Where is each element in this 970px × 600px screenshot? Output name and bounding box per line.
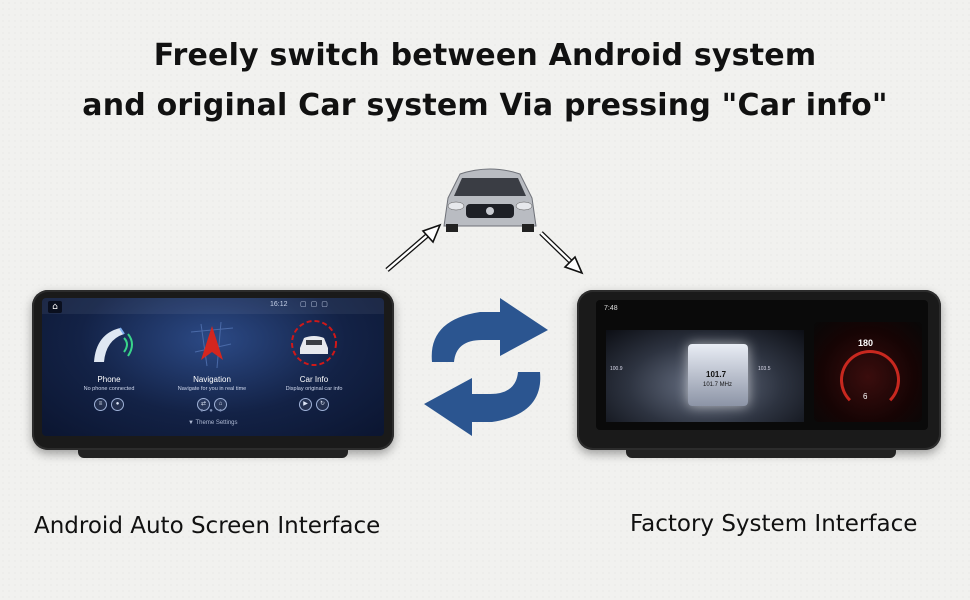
theme-settings-link[interactable]: ▼ Theme Settings bbox=[188, 420, 238, 426]
tile-car-info-subtitle: Display original car info bbox=[285, 386, 343, 392]
navigation-arrow-icon bbox=[190, 321, 234, 369]
switch-arrows-icon bbox=[424, 298, 548, 436]
cluster-gear: 6 bbox=[863, 392, 868, 401]
tile-navigation-title: Navigation bbox=[193, 375, 231, 384]
left-unit-base bbox=[78, 450, 348, 458]
caption-android: Android Auto Screen Interface bbox=[34, 513, 381, 539]
radio-frequency: 101.7 bbox=[706, 370, 727, 379]
page-indicator: ● ● ● bbox=[200, 408, 225, 414]
caption-factory: Factory System Interface bbox=[630, 511, 918, 537]
home-icon[interactable]: ⌂ bbox=[48, 301, 62, 313]
contacts-icon[interactable]: ≡ bbox=[94, 398, 107, 411]
arrow-from-car-icon bbox=[539, 231, 584, 275]
frequency-right: 103.5 bbox=[758, 366, 771, 372]
tile-navigation-subtitle: Navigate for you in real time bbox=[177, 386, 247, 392]
android-screen: ⌂ 16:12 ▢▢▢ Phone No phone connected ≡ ● … bbox=[42, 298, 384, 436]
status-bar: ⌂ 16:12 ▢▢▢ bbox=[42, 298, 384, 314]
play-icon[interactable]: ▶ bbox=[299, 398, 312, 411]
tile-car-info-title: Car Info bbox=[299, 375, 329, 384]
headline-line-2: and original Car system Via pressing "Ca… bbox=[82, 88, 888, 123]
person-icon[interactable]: ● bbox=[111, 398, 124, 411]
frequency-left: 100.9 bbox=[610, 366, 623, 372]
tile-phone-subtitle: No phone connected bbox=[83, 386, 135, 392]
route-icon[interactable]: ⇄ bbox=[197, 398, 210, 411]
status-icons: ▢▢▢ bbox=[300, 301, 332, 308]
factory-screen: 7:48 100.9 101.7 101.7 MHz 103.5 180 6 bbox=[596, 300, 928, 430]
tile-phone[interactable]: Phone No phone connected ≡ ● bbox=[59, 322, 159, 411]
speed-gauge-ring bbox=[840, 350, 900, 410]
phone-icon bbox=[94, 327, 133, 362]
headline-line-1: Freely switch between Android system bbox=[153, 38, 817, 73]
home-nav-icon[interactable]: ⌂ bbox=[214, 398, 227, 411]
cluster-speed: 180 bbox=[858, 338, 874, 348]
radio-center-card bbox=[688, 344, 748, 406]
tile-navigation[interactable]: Navigation Navigate for you in real time… bbox=[162, 321, 262, 411]
car-front-icon bbox=[443, 168, 537, 232]
right-unit-base bbox=[626, 450, 896, 458]
tile-phone-title: Phone bbox=[97, 375, 121, 384]
arrow-to-car-icon bbox=[385, 223, 442, 272]
car-info-icon bbox=[291, 320, 337, 366]
radio-frequency-sub: 101.7 MHz bbox=[703, 382, 733, 388]
factory-time: 7:48 bbox=[604, 305, 618, 312]
status-time: 16:12 bbox=[270, 301, 288, 308]
radio-panel: 100.9 101.7 101.7 MHz 103.5 bbox=[606, 330, 804, 422]
instrument-cluster: 180 6 bbox=[814, 322, 922, 422]
media-icon[interactable]: ↻ bbox=[316, 398, 329, 411]
tile-car-info[interactable]: Car Info Display original car info ▶ ↻ bbox=[264, 320, 364, 411]
